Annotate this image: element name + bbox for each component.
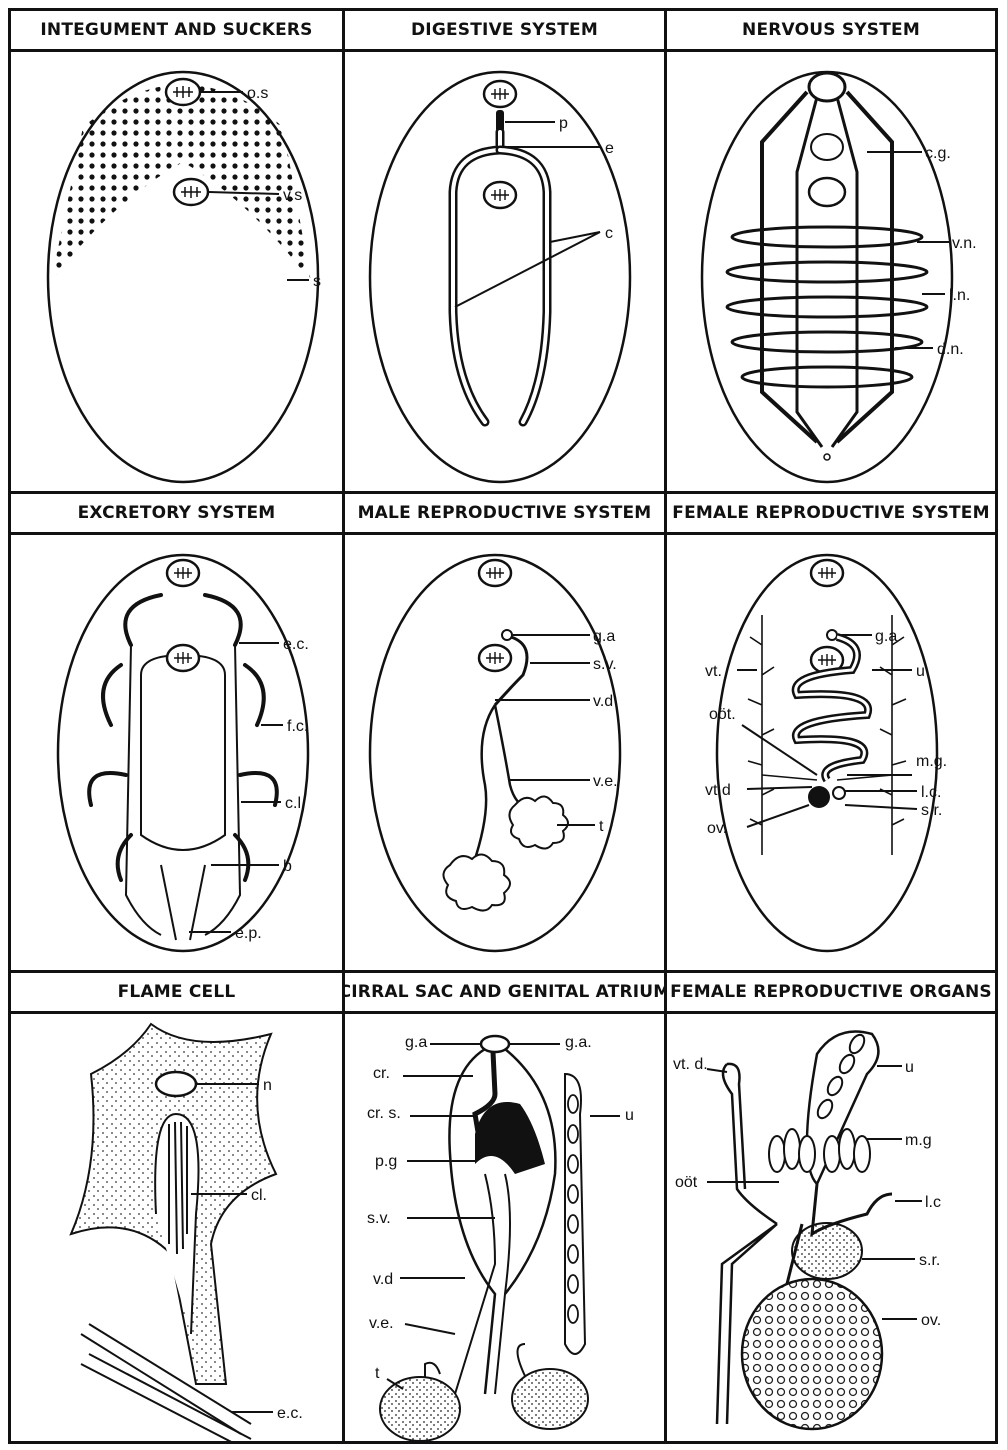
panel-title: FLAME CELL <box>11 973 342 1014</box>
label-ga-right: g.a. <box>565 1034 592 1051</box>
panel-art: o.s v.s s <box>11 52 342 491</box>
panel-integument: INTEGUMENT AND SUCKERS o.s v.s <box>11 11 345 494</box>
panel-art: p e c <box>345 52 664 491</box>
flame-cell-drawing: n cl. e.c. <box>11 1014 342 1441</box>
label-c: c <box>605 225 613 242</box>
panel-art: n cl. e.c. <box>11 1014 342 1441</box>
label-t: t <box>375 1365 380 1382</box>
female-drawing: g.a vt. u oöt. m.g. vt.d l.c. ov. s.r. <box>667 535 995 970</box>
panel-grid: INTEGUMENT AND SUCKERS o.s v.s <box>8 8 998 1444</box>
panel-art: vt. d. u m.g oöt l.c s.r. ov. <box>667 1014 995 1441</box>
label-sv: s.v. <box>367 1210 391 1227</box>
label-ov: ov. <box>707 820 727 837</box>
label-ec: e.c. <box>283 636 309 653</box>
label-ga-left: g.a <box>405 1034 427 1051</box>
panel-title: DIGESTIVE SYSTEM <box>345 11 664 52</box>
label-ov: ov. <box>921 1312 941 1329</box>
label-vn: v.n. <box>952 235 977 252</box>
label-vs: v.s <box>283 187 302 204</box>
label-cl: cl. <box>251 1187 267 1204</box>
male-drawing: g.a s.v. v.d v.e. t <box>345 535 664 970</box>
label-cl: c.l. <box>285 795 305 812</box>
ovary <box>808 786 830 808</box>
label-sv: s.v. <box>593 656 617 673</box>
panel-excretory: EXCRETORY SYSTEM <box>11 494 345 973</box>
label-sr: s.r. <box>921 802 942 819</box>
label-dn: d.n. <box>937 341 964 358</box>
nucleus <box>156 1072 196 1096</box>
panel-male: MALE REPRODUCTIVE SYSTEM g.a s.v. v.d <box>345 494 667 973</box>
label-fc: f.c. <box>287 718 308 735</box>
label-t: t <box>599 818 604 835</box>
label-mg: m.g <box>905 1132 932 1149</box>
panel-art: g.a g.a. cr. cr. s. u p.g s.v. v.d v.e. … <box>345 1014 664 1441</box>
panel-title: INTEGUMENT AND SUCKERS <box>11 11 342 52</box>
seminal-receptacle <box>792 1223 862 1279</box>
panel-title: FEMALE REPRODUCTIVE ORGANS <box>667 973 995 1014</box>
label-n: n <box>263 1077 272 1094</box>
digestive-drawing: p e c <box>345 52 664 491</box>
label-ool: oöt. <box>709 706 736 723</box>
panel-cirral: CIRRAL SAC AND GENITAL ATRIUM <box>345 973 667 1441</box>
label-u: u <box>916 663 925 680</box>
label-vtd: vt.d <box>705 782 731 799</box>
label-sr: s.r. <box>919 1252 940 1269</box>
cirral-sac-drawing: g.a g.a. cr. cr. s. u p.g s.v. v.d v.e. … <box>345 1014 664 1441</box>
panel-title: CIRRAL SAC AND GENITAL ATRIUM <box>345 973 664 1014</box>
prostate-glands <box>475 1102 545 1174</box>
label-cg: c.g. <box>925 145 951 162</box>
panel-nervous: NERVOUS SYSTEM c.g. <box>667 11 995 494</box>
label-ln: l.n. <box>949 287 970 304</box>
label-lc: l.c <box>925 1194 941 1211</box>
testis-right <box>512 1369 588 1429</box>
label-u: u <box>905 1059 914 1076</box>
label-vd: v.d <box>593 693 613 710</box>
label-e: e <box>605 140 614 157</box>
label-ool: oöt <box>675 1174 698 1191</box>
panel-art: g.a vt. u oöt. m.g. vt.d l.c. ov. s.r. <box>667 535 995 970</box>
integument-drawing: o.s v.s s <box>11 52 342 491</box>
ovary <box>742 1279 882 1429</box>
panel-title: NERVOUS SYSTEM <box>667 11 995 52</box>
panel-digestive: DIGESTIVE SYSTEM p e c <box>345 11 667 494</box>
label-b: b <box>283 858 292 875</box>
label-ga: g.a <box>875 628 897 645</box>
panel-organs: FEMALE REPRODUCTIVE ORGANS <box>667 973 995 1441</box>
label-ec: e.c. <box>277 1405 303 1422</box>
label-cr: cr. <box>373 1065 390 1082</box>
panel-art: e.c. f.c. c.l. b e.p. <box>11 535 342 970</box>
panel-flame: FLAME CELL <box>11 973 345 1441</box>
label-p: p <box>559 115 568 132</box>
panel-art: g.a s.v. v.d v.e. t <box>345 535 664 970</box>
panel-title: MALE REPRODUCTIVE SYSTEM <box>345 494 664 535</box>
female-organs-drawing: vt. d. u m.g oöt l.c s.r. ov. <box>667 1014 995 1441</box>
label-vt: vt. <box>705 663 722 680</box>
label-ve: v.e. <box>369 1315 394 1332</box>
label-ga: g.a <box>593 628 615 645</box>
label-vd: v.d <box>373 1271 393 1288</box>
label-ve: v.e. <box>593 773 618 790</box>
label-vtd: vt. d. <box>673 1056 708 1073</box>
label-s: s <box>313 273 321 290</box>
testis-left <box>380 1377 460 1441</box>
label-u: u <box>625 1107 634 1124</box>
panel-title: EXCRETORY SYSTEM <box>11 494 342 535</box>
cirrus-sac <box>449 1049 555 1394</box>
panel-female: FEMALE REPRODUCTIVE SYSTEM g.a <box>667 494 995 973</box>
excretory-drawing: e.c. f.c. c.l. b e.p. <box>11 535 342 970</box>
label-pg: p.g <box>375 1153 397 1170</box>
panel-art: c.g. v.n. l.n. d.n. <box>667 52 995 491</box>
label-os: o.s <box>247 85 268 102</box>
panel-title: FEMALE REPRODUCTIVE SYSTEM <box>667 494 995 535</box>
label-mg: m.g. <box>916 753 947 770</box>
nervous-drawing: c.g. v.n. l.n. d.n. <box>667 52 995 491</box>
label-lc: l.c. <box>921 784 941 801</box>
label-crs: cr. s. <box>367 1105 401 1122</box>
label-ep: e.p. <box>235 925 262 942</box>
